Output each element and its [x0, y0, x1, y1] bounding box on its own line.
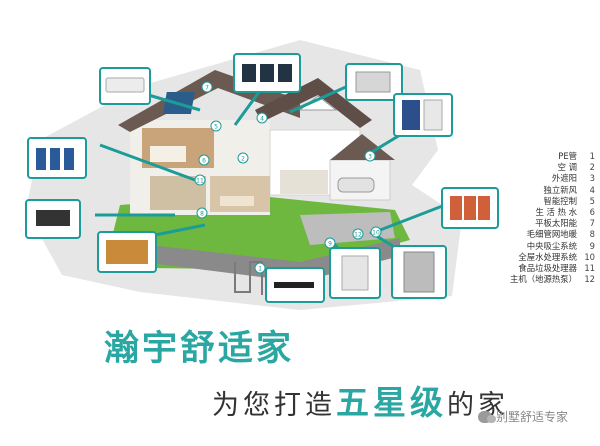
- legend-number: 6: [589, 206, 595, 217]
- legend-item: 空 调 2: [415, 162, 595, 173]
- marker-label: 2: [241, 156, 245, 163]
- thumb-pe-pipe: [265, 267, 325, 303]
- legend-label: 主机（地源热泵）: [510, 274, 577, 285]
- marker-label: 5: [214, 124, 218, 131]
- legend-label: 生 活 热 水: [535, 206, 578, 217]
- legend-label: 毛细管网地暖: [526, 229, 577, 240]
- marker-10: 10: [370, 226, 382, 238]
- thumb-air-unit: [99, 67, 151, 105]
- legend-label: 食品垃圾处理器: [518, 262, 577, 273]
- slogan: 为您打造五星级的家: [212, 376, 509, 424]
- marker-8: 8: [196, 207, 208, 219]
- legend-label: PE管: [558, 151, 577, 161]
- legend-label: 独立新风: [543, 184, 578, 195]
- legend-item: 智能控制 5: [415, 195, 596, 207]
- legend-item: 平板太阳能 7: [415, 218, 595, 229]
- thumb-floor-heating: [97, 231, 157, 273]
- roof-garage: [330, 134, 395, 160]
- marker-1: 1: [254, 262, 266, 274]
- room-kitchen: [280, 170, 328, 194]
- thumb-heat-pump: [441, 187, 499, 229]
- legend-item: 主机（地源热泵） 12: [415, 274, 595, 285]
- marker-12: 12: [352, 228, 364, 240]
- brand-title: 瀚宇舒适家: [104, 329, 295, 369]
- marker-6: 6: [198, 154, 210, 166]
- marker-label: 12: [354, 232, 362, 239]
- marker-3: 3: [364, 150, 376, 162]
- watermark-text: 别墅舒适专家: [496, 410, 569, 424]
- legend-label: 空 调: [557, 162, 577, 173]
- legend-item: 全屋水处理系统 10: [415, 252, 595, 263]
- legend-number: 11: [584, 262, 595, 273]
- marker-label: 8: [200, 211, 204, 218]
- thumb-vacuum: [25, 199, 81, 239]
- legend-number: 4: [589, 184, 595, 195]
- bed: [150, 146, 186, 162]
- legend-item: 外遮阳 3: [415, 173, 595, 184]
- marker-2: 2: [237, 152, 249, 164]
- sofa: [220, 196, 254, 206]
- legend-item: 中央吸尘系统 9: [415, 241, 595, 252]
- legend-number: 3: [589, 173, 595, 184]
- marker-label: 6: [202, 158, 206, 165]
- marker-label: 4: [260, 116, 264, 123]
- marker-label: 3: [368, 154, 372, 161]
- room-living: [210, 176, 270, 212]
- slogan-highlight: 五星级: [336, 383, 447, 422]
- legend-number: 8: [589, 229, 595, 240]
- thumb-fresh-air: [345, 63, 403, 101]
- legend-label: 全屋水处理系统: [518, 251, 577, 262]
- legend-label: 平板太阳能: [535, 218, 577, 229]
- marker-7: 7: [201, 81, 213, 93]
- legend-item: 食品垃圾处理器 11: [415, 263, 595, 274]
- legend-number: 2: [589, 162, 595, 173]
- car: [337, 177, 375, 193]
- thumb-water-treatment: [329, 247, 381, 299]
- marker-9: 9: [324, 237, 336, 249]
- legend-label: 外遮阳: [551, 173, 577, 184]
- legend-number: 12: [584, 274, 595, 285]
- marker-4: 4: [256, 112, 268, 124]
- legend-number: 10: [584, 251, 595, 262]
- legend-item: 生 活 热 水 6: [415, 206, 596, 218]
- legend-number: 9: [589, 240, 595, 251]
- legend-label: 智能控制: [543, 195, 578, 206]
- roof-right: [255, 78, 372, 128]
- legend-item: 独立新风 4: [415, 184, 596, 196]
- legend-number: 5: [589, 195, 595, 206]
- marker-11: 11: [194, 174, 206, 186]
- legend-item: PE管 1: [415, 151, 595, 162]
- marker-label: 9: [328, 241, 332, 248]
- wechat-icon: [478, 410, 496, 423]
- legend-label: 中央吸尘系统: [526, 240, 577, 251]
- legend-number: 1: [589, 151, 595, 161]
- marker-label: 7: [205, 85, 209, 92]
- thumb-food-disposer: [391, 245, 447, 299]
- marker-label: 1: [258, 266, 262, 273]
- watermark: 别墅舒适专家: [478, 408, 568, 425]
- marker-label: 10: [372, 230, 380, 237]
- marker-5: 5: [210, 120, 222, 132]
- legend-number: 7: [589, 218, 595, 229]
- thumb-host-units: [27, 137, 87, 179]
- thumb-smart-panel: [233, 53, 301, 93]
- marker-label: 11: [196, 178, 204, 185]
- legend-item: 毛细管网地暖 8: [415, 229, 595, 240]
- thumb-water-tank: [393, 93, 453, 137]
- paving: [300, 212, 395, 245]
- callout-thumbs: [25, 53, 499, 303]
- slogan-pre: 为您打造: [212, 390, 336, 421]
